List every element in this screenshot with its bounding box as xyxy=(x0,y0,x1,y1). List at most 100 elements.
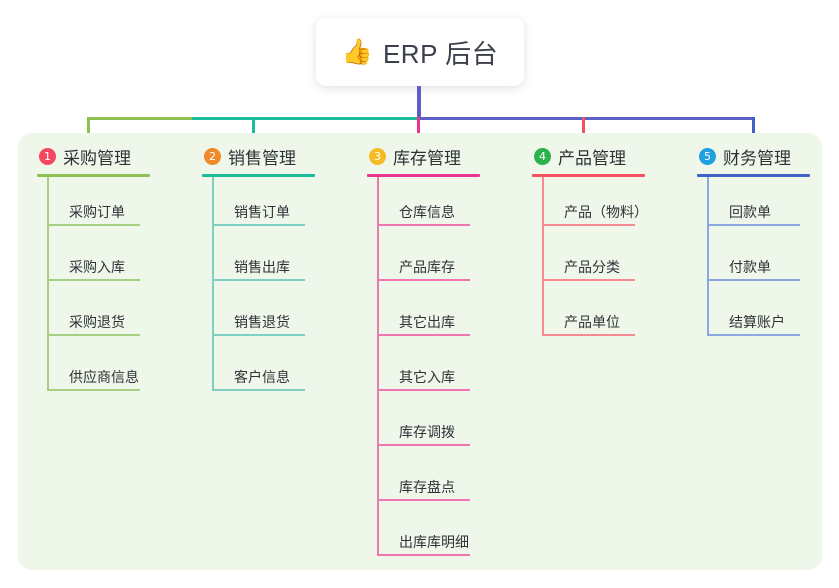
branch-leaf-list: 回款单付款单结算账户 xyxy=(697,177,810,342)
branch-header-5[interactable]: 5 财务管理 xyxy=(697,143,810,169)
branch-title: 销售管理 xyxy=(228,148,296,168)
leaf-node[interactable]: 产品（物料） xyxy=(542,177,648,232)
leaf-node[interactable]: 客户信息 xyxy=(212,342,315,397)
leaf-node[interactable]: 采购订单 xyxy=(47,177,150,232)
leaf-underline xyxy=(377,444,470,446)
leaf-label: 采购订单 xyxy=(69,204,125,220)
leaf-label: 仓库信息 xyxy=(399,204,455,220)
leaf-underline xyxy=(47,334,140,336)
leaf-node[interactable]: 库存调拨 xyxy=(377,397,480,452)
drop-product xyxy=(582,117,585,143)
root-title: ERP 后台 xyxy=(382,38,499,69)
drop-finance xyxy=(752,117,755,143)
leaf-underline xyxy=(542,334,635,336)
bus-segment-purchase xyxy=(87,117,192,120)
leaf-node[interactable]: 采购入库 xyxy=(47,232,150,287)
drop-sales xyxy=(252,117,255,143)
leaf-label: 采购退货 xyxy=(69,314,125,330)
leaf-label: 销售出库 xyxy=(234,259,290,275)
leaf-node[interactable]: 出库库明细 xyxy=(377,507,480,562)
branch-column-2[interactable]: 2 销售管理销售订单销售出库销售退货客户信息 xyxy=(202,143,315,397)
leaf-node[interactable]: 付款单 xyxy=(707,232,810,287)
root-trunk-connector xyxy=(417,86,421,120)
leaf-label: 回款单 xyxy=(729,204,771,220)
leaf-label: 其它入库 xyxy=(399,369,455,385)
branch-title: 采购管理 xyxy=(63,148,131,168)
leaf-underline xyxy=(212,389,305,391)
branch-number-badge: 4 xyxy=(534,147,551,165)
branch-leaf-list: 采购订单采购入库采购退货供应商信息 xyxy=(37,177,150,397)
leaf-underline xyxy=(212,334,305,336)
branch-spine xyxy=(377,177,379,556)
leaf-node[interactable]: 产品分类 xyxy=(542,232,645,287)
leaf-node[interactable]: 其它出库 xyxy=(377,287,480,342)
leaf-label: 产品（物料） xyxy=(564,204,648,220)
leaf-label: 采购入库 xyxy=(69,259,125,275)
branch-header-2[interactable]: 2 销售管理 xyxy=(202,143,315,169)
branch-underline xyxy=(202,174,315,177)
branches-panel xyxy=(18,133,822,570)
branch-underline xyxy=(697,174,810,177)
leaf-label: 供应商信息 xyxy=(69,369,139,385)
leaf-underline xyxy=(377,499,470,501)
branch-underline xyxy=(367,174,480,177)
branch-number-badge: 2 xyxy=(204,147,221,165)
branch-underline xyxy=(37,174,150,177)
leaf-node[interactable]: 销售订单 xyxy=(212,177,315,232)
leaf-label: 销售订单 xyxy=(234,204,290,220)
leaf-node[interactable]: 库存盘点 xyxy=(377,452,480,507)
leaf-label: 结算账户 xyxy=(729,314,785,330)
bus-segment-sales xyxy=(192,117,418,120)
leaf-node[interactable]: 回款单 xyxy=(707,177,810,232)
leaf-node[interactable]: 其它入库 xyxy=(377,342,480,397)
branch-spine xyxy=(542,177,544,336)
bus-segment-right xyxy=(418,117,753,120)
leaf-label: 客户信息 xyxy=(234,369,290,385)
leaf-label: 产品分类 xyxy=(564,259,620,275)
leaf-underline xyxy=(212,224,305,226)
leaf-node[interactable]: 销售出库 xyxy=(212,232,315,287)
branch-number-badge: 5 xyxy=(699,147,716,165)
leaf-underline xyxy=(707,224,800,226)
leaf-underline xyxy=(377,554,470,556)
branch-number-badge: 1 xyxy=(39,147,56,165)
branch-title: 财务管理 xyxy=(723,148,791,168)
leaf-node[interactable]: 仓库信息 xyxy=(377,177,480,232)
branch-leaf-list: 仓库信息产品库存其它出库其它入库库存调拨库存盘点出库库明细 xyxy=(367,177,480,562)
branch-leaf-list: 销售订单销售出库销售退货客户信息 xyxy=(202,177,315,397)
leaf-node[interactable]: 供应商信息 xyxy=(47,342,150,397)
branch-underline xyxy=(532,174,645,177)
leaf-underline xyxy=(542,279,635,281)
drop-purchase xyxy=(87,117,90,143)
leaf-label: 产品库存 xyxy=(399,259,455,275)
leaf-node[interactable]: 产品库存 xyxy=(377,232,480,287)
branch-header-1[interactable]: 1 采购管理 xyxy=(37,143,150,169)
leaf-underline xyxy=(377,334,470,336)
leaf-label: 其它出库 xyxy=(399,314,455,330)
leaf-node[interactable]: 采购退货 xyxy=(47,287,150,342)
leaf-node[interactable]: 结算账户 xyxy=(707,287,810,342)
leaf-underline xyxy=(377,279,470,281)
branch-number-badge: 3 xyxy=(369,147,386,165)
leaf-label: 出库库明细 xyxy=(399,534,469,550)
drop-inventory xyxy=(417,117,420,143)
leaf-node[interactable]: 产品单位 xyxy=(542,287,645,342)
branch-spine xyxy=(707,177,709,336)
root-node[interactable]: 👍 ERP 后台 xyxy=(316,18,524,86)
leaf-underline xyxy=(47,279,140,281)
leaf-label: 付款单 xyxy=(729,259,771,275)
branch-leaf-list: 产品（物料） 产品分类产品单位 xyxy=(532,177,648,342)
leaf-node[interactable]: 销售退货 xyxy=(212,287,315,342)
leaf-label: 产品单位 xyxy=(564,314,620,330)
leaf-underline xyxy=(707,334,800,336)
branch-column-1[interactable]: 1 采购管理采购订单采购入库采购退货供应商信息 xyxy=(37,143,150,397)
leaf-underline xyxy=(542,224,635,226)
branch-column-5[interactable]: 5 财务管理回款单付款单结算账户 xyxy=(697,143,810,342)
thumbs-up-icon: 👍 xyxy=(341,37,373,66)
leaf-underline xyxy=(47,389,140,391)
